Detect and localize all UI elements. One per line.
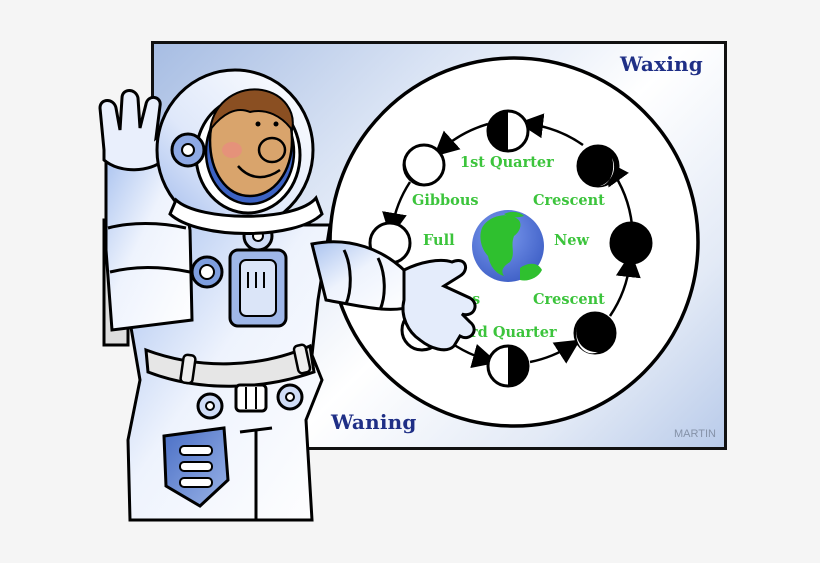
label-waxing-crescent: Crescent xyxy=(533,192,605,209)
moon-waxing-crescent-icon xyxy=(576,144,620,188)
waxing-title: Waxing xyxy=(620,52,703,76)
moon-waning-crescent-icon xyxy=(573,311,617,355)
moon-third-quarter-icon xyxy=(486,344,530,388)
label-full: Full xyxy=(423,232,455,249)
moon-new-icon xyxy=(609,221,653,265)
waning-title: Waning xyxy=(331,410,417,434)
pointing-hand xyxy=(401,258,477,352)
artist-credit: MARTIN xyxy=(674,428,716,440)
label-waxing-gibbous: Gibbous xyxy=(412,192,479,209)
label-waning-crescent: Crescent xyxy=(533,291,605,308)
label-third-quarter: rd Quarter xyxy=(470,324,557,341)
moon-first-quarter-icon xyxy=(486,109,530,153)
label-first-quarter: 1st Quarter xyxy=(460,154,554,171)
label-waning-gibbous: s xyxy=(472,291,481,308)
label-new: New xyxy=(554,232,589,249)
right-arm xyxy=(310,240,416,311)
earth-icon xyxy=(472,210,544,282)
moon-waxing-gibbous-icon xyxy=(402,143,446,187)
